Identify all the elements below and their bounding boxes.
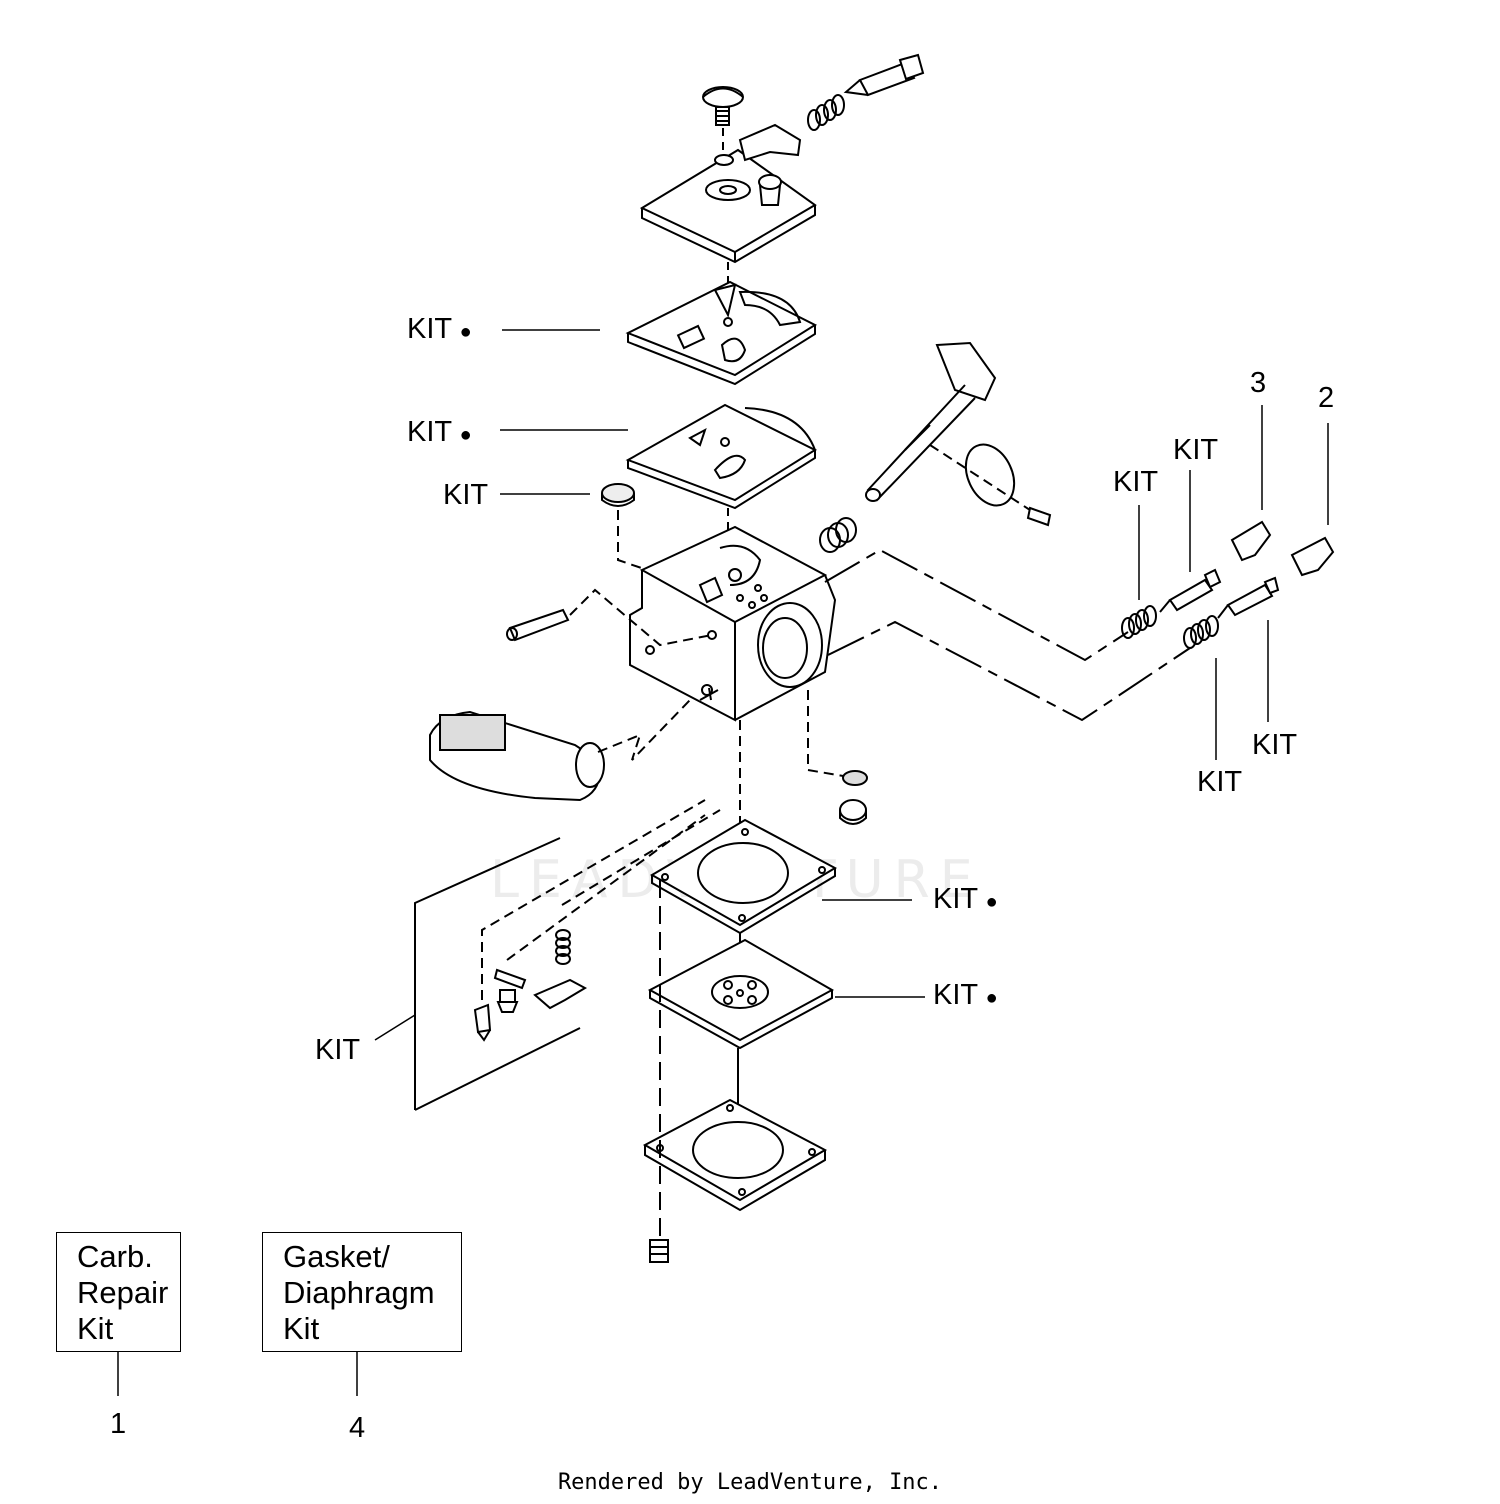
kit-label: KIT bbox=[407, 313, 452, 345]
kit-callout-pump-diaphragm: KIT ● bbox=[407, 418, 472, 447]
kit-callout-pump-gasket: KIT ● bbox=[407, 315, 472, 344]
throttle-shaft bbox=[865, 341, 997, 502]
gasket-diaphragm-kit-line-2: Diaphragm bbox=[283, 1275, 435, 1310]
kit-bullet: ● bbox=[459, 424, 472, 446]
pivot-pin bbox=[506, 608, 570, 642]
gasket-diaphragm-kit-line-1: Gasket/ bbox=[283, 1239, 390, 1274]
idle-adjust-screw bbox=[807, 53, 925, 131]
metering-cover bbox=[642, 1098, 828, 1212]
throttle-spring bbox=[819, 517, 857, 553]
metering-diaphragm bbox=[647, 938, 835, 1050]
metering-gasket bbox=[650, 818, 838, 935]
bottom-screw bbox=[649, 1239, 669, 1263]
inlet-needle bbox=[473, 1003, 492, 1042]
hi-speed-spring bbox=[1121, 605, 1157, 639]
metering-spring bbox=[555, 929, 571, 965]
pump-diaphragm bbox=[625, 403, 818, 510]
ref-number-2: 2 bbox=[1318, 382, 1335, 414]
kit-bullet: ● bbox=[985, 987, 998, 1009]
limiter-cap-2 bbox=[1290, 536, 1335, 577]
kit-callout-inlet-needle-group: KIT bbox=[315, 1034, 361, 1066]
ref-number-4: 4 bbox=[349, 1412, 366, 1444]
kit-label: KIT bbox=[933, 979, 978, 1011]
kit-callout-hi-needle: KIT bbox=[1173, 434, 1219, 466]
gasket-diaphragm-kit-box: Gasket/ Diaphragm Kit bbox=[262, 1232, 462, 1352]
throttle-plate bbox=[929, 443, 1052, 527]
pump-gasket bbox=[625, 280, 818, 386]
carb-repair-kit-line-2: Repair bbox=[77, 1275, 169, 1310]
carb-repair-kit-line-3: Kit bbox=[77, 1311, 114, 1346]
ref-number-3: 3 bbox=[1250, 367, 1267, 399]
inlet-screen bbox=[601, 483, 635, 507]
lo-speed-spring bbox=[1183, 615, 1219, 649]
carb-repair-kit-box: Carb. Repair Kit bbox=[56, 1232, 181, 1352]
footer-credit: Rendered by LeadVenture, Inc. bbox=[557, 1470, 943, 1495]
metering-lever bbox=[533, 978, 588, 1010]
cover-screw bbox=[702, 86, 744, 126]
limiter-cap-3 bbox=[1230, 520, 1272, 562]
kit-callout-hi-spring: KIT bbox=[1113, 466, 1159, 498]
kit-bullet: ● bbox=[985, 891, 998, 913]
kit-label: KIT bbox=[407, 416, 452, 448]
fuel-screen bbox=[839, 770, 868, 825]
kit-label: KIT bbox=[933, 883, 978, 915]
choke-lever bbox=[429, 710, 605, 802]
hi-speed-needle bbox=[1159, 568, 1222, 613]
kit-callout-lo-needle: KIT bbox=[1252, 729, 1298, 761]
carb-repair-kit-line-1: Carb. bbox=[77, 1239, 153, 1274]
kit-bullet: ● bbox=[459, 321, 472, 343]
kit-callout-metering-gasket: KIT ● bbox=[933, 885, 998, 914]
kit-callout-metering-diaphragm: KIT ● bbox=[933, 981, 998, 1010]
carburetor-body bbox=[629, 525, 837, 722]
lo-speed-needle bbox=[1217, 576, 1280, 619]
pump-cover bbox=[639, 123, 817, 264]
metering-lever-pin bbox=[493, 968, 527, 990]
ref-number-1: 1 bbox=[110, 1408, 127, 1440]
kit-callout-lo-spring: KIT bbox=[1197, 766, 1243, 798]
metering-lever-screw bbox=[496, 989, 519, 1013]
gasket-diaphragm-kit-line-3: Kit bbox=[283, 1311, 320, 1346]
kit-callout-inlet-screen: KIT bbox=[443, 479, 489, 511]
